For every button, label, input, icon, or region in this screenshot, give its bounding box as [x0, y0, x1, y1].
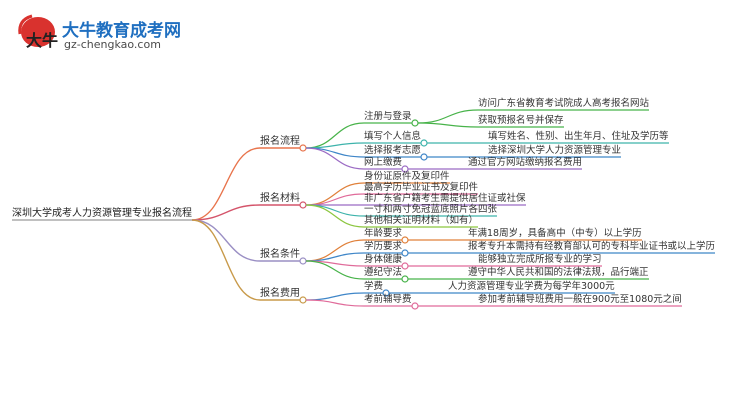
category-knob-2 [299, 257, 307, 265]
logo-mark-text: 大牛 [26, 31, 58, 50]
item-health: 身体健康 [364, 254, 403, 265]
item-online-payment: 网上缴费 [364, 157, 403, 168]
item-register-login: 注册与登录 [364, 111, 412, 122]
category-registration-fees: 报名费用 [260, 288, 300, 299]
category-registration-materials: 报名材料 [260, 193, 300, 204]
item-knob-0-1 [420, 139, 428, 147]
detail-college-diploma: 报考专升本需持有经教育部认可的专科毕业证书或以上学历 [468, 241, 716, 252]
branch-item-0-0-detail-1 [417, 122, 479, 128]
branch-category-0-item-0 [305, 122, 365, 149]
item-fill-personal-info: 填写个人信息 [364, 131, 422, 142]
logo-url: gz-chengkao.com [64, 38, 161, 51]
category-knob-3 [299, 296, 307, 304]
branch-category-1-item-3 [305, 204, 365, 217]
category-registration-process: 报名流程 [260, 136, 300, 147]
item-tutoring-fee: 考前辅导费 [364, 294, 412, 305]
branch-root-to-category-2 [191, 219, 261, 262]
branch-category-2-item-0 [305, 239, 365, 262]
item-id-card: 身份证原件及复印件 [364, 171, 450, 182]
item-other-documents: 其他相关证明材料（如有） [364, 215, 479, 226]
detail-pay-via-official-site: 通过官方网站缴纳报名费用 [468, 157, 583, 168]
item-tuition: 学费 [364, 281, 384, 292]
item-diploma: 最高学历毕业证书及复印件 [364, 182, 479, 193]
branch-category-0-item-1 [305, 142, 365, 149]
item-choose-major: 选择报考志愿 [364, 145, 422, 156]
item-knob-2-1 [401, 249, 409, 257]
branch-category-0-item-2 [305, 147, 365, 158]
detail-independent-study: 能够独立完成所报专业的学习 [478, 254, 602, 265]
detail-age-18: 年满18周岁，具备高中（中专）以上学历 [468, 228, 642, 239]
branch-category-2-item-3 [305, 260, 365, 280]
branch-item-0-0-detail-0 [417, 109, 479, 124]
item-knob-3-1 [411, 302, 419, 310]
branch-root-to-category-1 [191, 204, 261, 221]
item-photos: 一寸和两寸免冠蓝底照片各四张 [364, 204, 498, 215]
branch-category-1-item-1 [305, 193, 365, 206]
site-logo[interactable]: 大牛 大牛教育成考网 gz-chengkao.com [14, 12, 204, 56]
item-knob-2-2 [401, 262, 409, 270]
category-knob-1 [299, 201, 307, 209]
detail-obey-laws: 遵守中华人民共和国的法律法规，品行端正 [468, 267, 649, 278]
detail-save-prereg-number: 获取预报名号并保存 [478, 115, 564, 126]
branch-root-to-category-0 [191, 147, 261, 221]
detail-choose-szu-hr: 选择深圳大学人力资源管理专业 [488, 145, 622, 156]
branch-category-1-item-4 [305, 204, 365, 228]
category-registration-conditions: 报名条件 [260, 249, 300, 260]
mindmap-root: 深圳大学成考人力资源管理专业报名流程 [12, 208, 192, 219]
branch-category-3-item-1 [305, 299, 365, 307]
branch-category-0-item-3 [305, 147, 365, 170]
detail-visit-exam-site: 访问广东省教育考试院成人高考报名网站 [478, 98, 650, 109]
logo-mark: 大牛 [18, 14, 58, 50]
item-age-requirement: 年龄要求 [364, 228, 403, 239]
item-knob-2-3 [401, 275, 409, 283]
item-education-requirement: 学历要求 [364, 241, 403, 252]
item-knob-2-0 [401, 236, 409, 244]
detail-tutoring-900-1080: 参加考前辅导班费用一般在900元至1080元之间 [478, 294, 682, 305]
detail-tuition-3000: 人力资源管理专业学费为每学年3000元 [448, 281, 615, 292]
item-knob-0-2 [420, 153, 428, 161]
item-residence-permit: 非广东省户籍考生需提供居住证或社保 [364, 193, 526, 204]
category-knob-0 [299, 144, 307, 152]
item-knob-0-0 [411, 119, 419, 127]
item-law-abiding: 遵纪守法 [364, 267, 403, 278]
detail-fill-name-gender: 填写姓名、性别、出生年月、住址及学历等 [488, 131, 669, 142]
logo-title: 大牛教育成考网 [62, 21, 181, 41]
branch-root-to-category-3 [191, 219, 261, 301]
branch-category-3-item-0 [305, 292, 365, 301]
